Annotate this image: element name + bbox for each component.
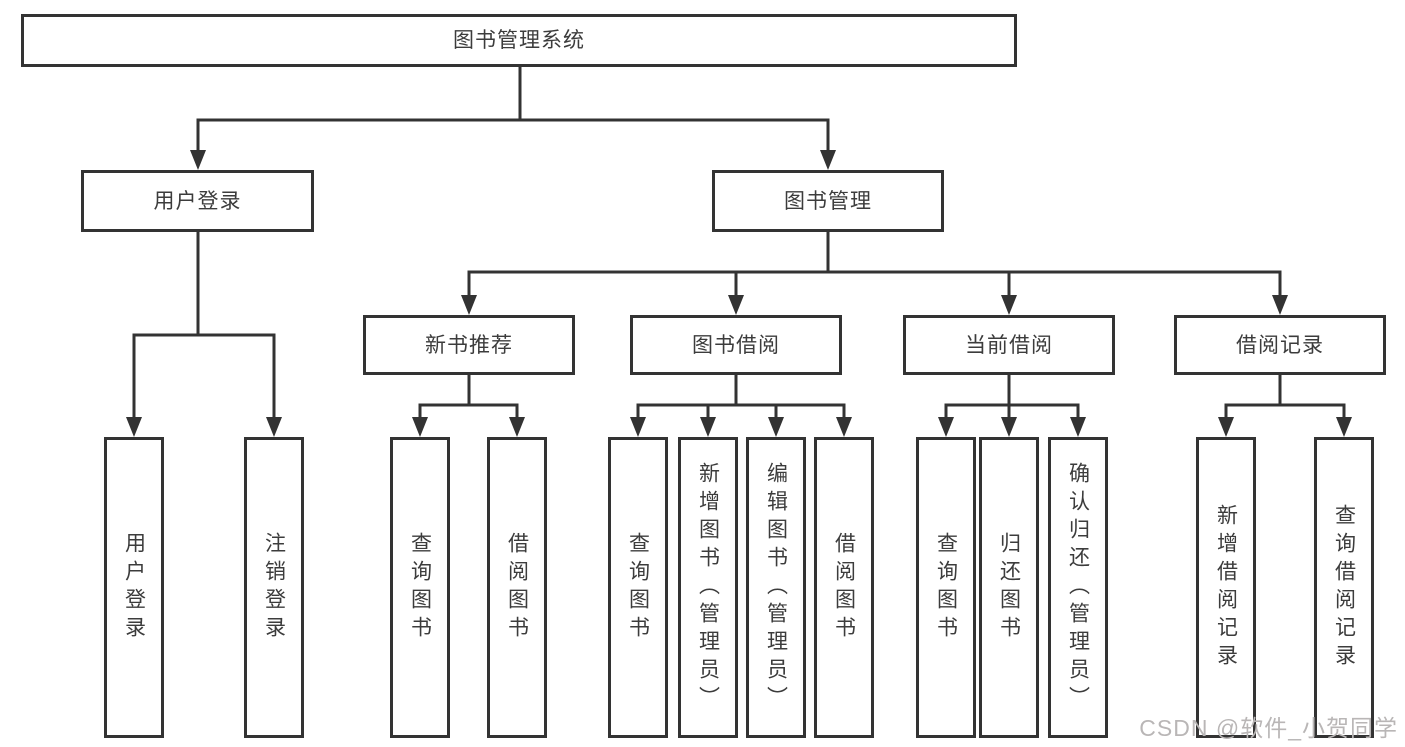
node-new-book-recommendation: 新书推荐 xyxy=(363,315,575,375)
node-leaf-add-books-admin: 新增图书（管理员） xyxy=(678,437,738,738)
node-user-login: 用户登录 xyxy=(81,170,314,232)
node-leaf-borrow-books: 借阅图书 xyxy=(814,437,874,738)
node-leaf-add-borrow-record: 新增借阅记录 xyxy=(1196,437,1256,738)
node-leaf-edit-books-admin: 编辑图书（管理员） xyxy=(746,437,806,738)
node-current-borrowing: 当前借阅 xyxy=(903,315,1115,375)
node-library-management-system: 图书管理系统 xyxy=(21,14,1017,67)
node-book-borrowing: 图书借阅 xyxy=(630,315,842,375)
node-leaf-query-books-current: 查询图书 xyxy=(916,437,976,738)
node-leaf-borrow-books-recommend: 借阅图书 xyxy=(487,437,547,738)
node-leaf-query-borrow-record: 查询借阅记录 xyxy=(1314,437,1374,738)
watermark-text: CSDN @软件_小贺同学 xyxy=(1139,715,1398,741)
node-leaf-query-books-recommend: 查询图书 xyxy=(390,437,450,738)
node-borrowing-records: 借阅记录 xyxy=(1174,315,1386,375)
node-book-management: 图书管理 xyxy=(712,170,944,232)
node-leaf-return-books: 归还图书 xyxy=(979,437,1039,738)
node-leaf-user-login: 用户登录 xyxy=(104,437,164,738)
node-leaf-query-books-borrowing: 查询图书 xyxy=(608,437,668,738)
node-leaf-confirm-return-admin: 确认归还（管理员） xyxy=(1048,437,1108,738)
node-leaf-logout: 注销登录 xyxy=(244,437,304,738)
